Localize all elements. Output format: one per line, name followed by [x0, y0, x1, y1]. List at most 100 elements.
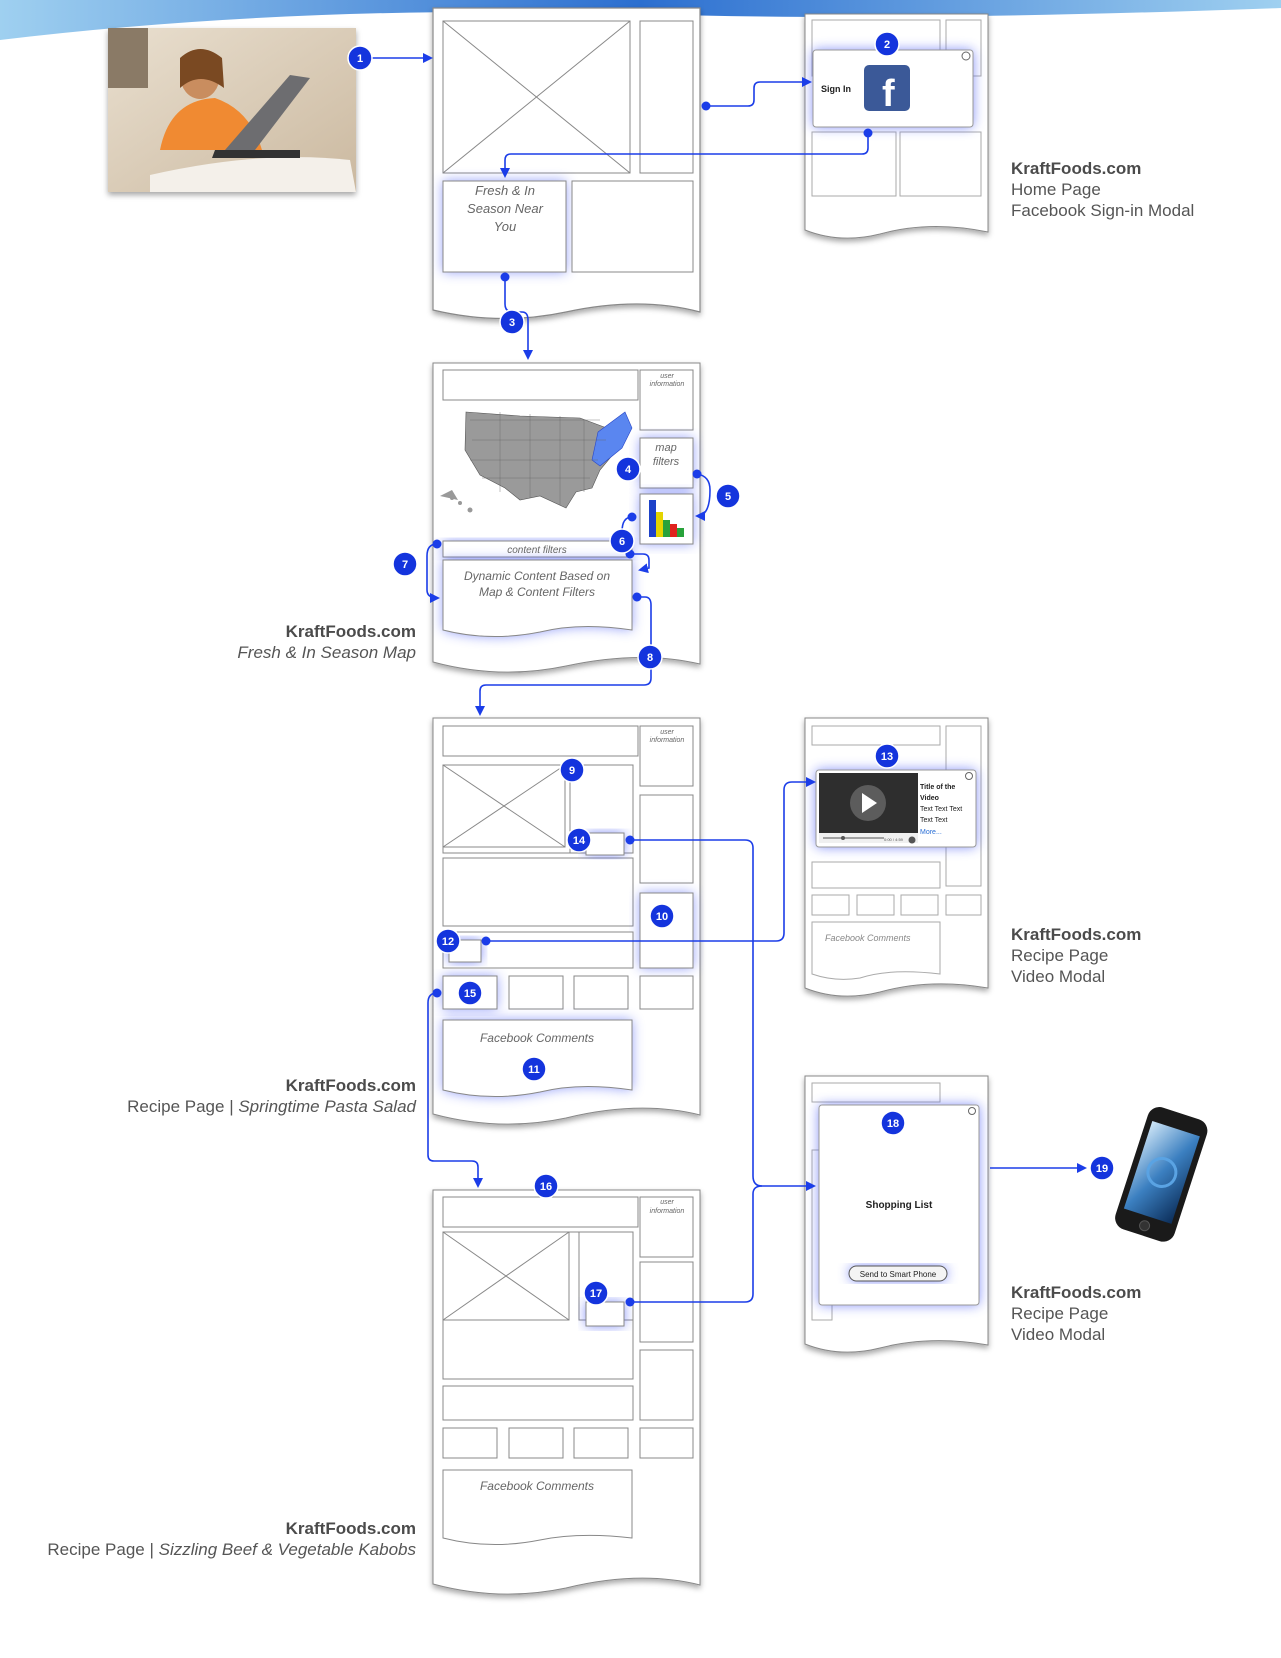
map-user-info-1: user: [660, 373, 674, 380]
svg-text:5: 5: [725, 491, 731, 503]
recipe-user-info-2: information: [650, 737, 685, 744]
svg-text:10: 10: [656, 911, 668, 923]
badge-8: 8: [637, 644, 663, 670]
caption-home-line2: Facebook Sign-in Modal: [1011, 201, 1195, 220]
caption-recipe2: KraftFoods.com Recipe Page | Sizzling Be…: [10, 1518, 416, 1560]
caption-map-brand: KraftFoods.com: [285, 622, 416, 641]
signin-page-wireframe: [804, 13, 989, 239]
sign-in-label[interactable]: Sign In: [821, 84, 851, 94]
caption-recipe2-brand: KraftFoods.com: [285, 1519, 416, 1538]
fresh-box-line-1: Fresh & In: [475, 183, 535, 198]
badge-13: 13: [874, 743, 900, 769]
flow-connectors: [370, 53, 1087, 1303]
badge-5: 5: [715, 483, 741, 509]
recipe-page-2-wireframe: [432, 1189, 701, 1595]
map-page-wireframe: [432, 362, 701, 673]
recipe2-user-info-1: user: [660, 1199, 674, 1206]
modal-text: Sign In f Title of the Video Text Text T…: [821, 73, 962, 1279]
svg-text:19: 19: [1096, 1163, 1108, 1175]
user-photo: [108, 28, 356, 192]
caption-video-line2: Video Modal: [1011, 967, 1106, 986]
svg-text:3: 3: [509, 317, 515, 329]
facebook-f-icon[interactable]: f: [882, 73, 895, 115]
badge-19: 19: [1089, 1155, 1115, 1181]
video-text-1: Text Text Text: [920, 806, 962, 813]
badge-11: 11: [521, 1056, 547, 1082]
video-page-wireframe: [804, 717, 989, 997]
badge-17: 17: [583, 1280, 609, 1306]
badge-7: 7: [392, 551, 418, 577]
caption-video-line1: Recipe Page: [1011, 946, 1109, 965]
badge-3: 3: [499, 309, 525, 335]
svg-text:14: 14: [573, 835, 586, 847]
badge-15: 15: [457, 980, 483, 1006]
fresh-box-line-2: Season Near: [467, 201, 544, 216]
video-facebook-comments: Facebook Comments: [825, 933, 911, 943]
bar-green: [663, 520, 670, 537]
caption-map-line1: Fresh & In Season Map: [237, 643, 416, 662]
badge-2: 2: [874, 31, 900, 57]
badge-12: 12: [435, 928, 461, 954]
recipe-user-info-1: user: [660, 729, 674, 736]
video-time: 0:00 / 4:59: [884, 837, 904, 842]
shopping-page-wireframe: [804, 1075, 989, 1353]
caption-video: KraftFoods.com Recipe Page Video Modal: [1011, 924, 1141, 987]
svg-text:2: 2: [884, 39, 890, 51]
badge-14: 14: [566, 827, 592, 853]
send-to-phone-button[interactable]: Send to Smart Phone: [860, 1270, 937, 1279]
recipe2-user-info-2: information: [650, 1208, 685, 1215]
video-title-1: Title of the: [920, 784, 955, 791]
caption-home-line1: Home Page: [1011, 180, 1101, 199]
caption-recipe2-prefix: Recipe Page |: [47, 1540, 159, 1559]
video-text-2: Text Text: [920, 817, 948, 824]
badge-10: 10: [649, 903, 675, 929]
caption-recipe2-italic: Sizzling Beef & Vegetable Kabobs: [158, 1540, 416, 1559]
map-filters-2: filters: [653, 456, 680, 468]
bar-red: [670, 524, 677, 537]
bar-yellow: [656, 512, 663, 537]
svg-text:12: 12: [442, 936, 454, 948]
svg-text:13: 13: [881, 751, 893, 763]
video-more-link[interactable]: More...: [920, 829, 942, 836]
recipe-facebook-comments: Facebook Comments: [480, 1031, 594, 1045]
step-badges: 1 2 3 4 5 6 7 8 9 10 11 12 13 14 15 16 1…: [347, 31, 1115, 1306]
caption-home: KraftFoods.com Home Page Facebook Sign-i…: [1011, 158, 1194, 221]
badge-4: 4: [615, 456, 641, 482]
svg-text:7: 7: [402, 559, 408, 571]
caption-recipe1: KraftFoods.com Recipe Page | Springtime …: [60, 1075, 416, 1117]
caption-recipe1-brand: KraftFoods.com: [285, 1076, 416, 1095]
dynamic-content-2: Map & Content Filters: [479, 585, 595, 599]
home-page-wireframe: [432, 7, 701, 320]
content-filters-label: content filters: [507, 545, 566, 556]
wireframe-text: Fresh & In Season Near You user informat…: [464, 183, 911, 1493]
caption-shopping: KraftFoods.com Recipe Page Video Modal: [1011, 1282, 1141, 1345]
svg-text:17: 17: [590, 1288, 602, 1300]
caption-shopping-brand: KraftFoods.com: [1011, 1283, 1142, 1302]
caption-video-brand: KraftFoods.com: [1011, 925, 1142, 944]
caption-recipe1-prefix: Recipe Page |: [127, 1097, 239, 1116]
badge-16: 16: [533, 1173, 559, 1199]
recipe-page-wireframe: [432, 717, 701, 1125]
svg-text:1: 1: [357, 53, 363, 65]
shopping-list-title: Shopping List: [866, 1200, 933, 1211]
bar-green-2: [677, 528, 684, 537]
svg-text:11: 11: [528, 1064, 540, 1076]
svg-text:6: 6: [619, 536, 625, 548]
dynamic-content-1: Dynamic Content Based on: [464, 569, 610, 583]
badge-9: 9: [559, 757, 585, 783]
svg-text:9: 9: [569, 765, 575, 777]
svg-text:16: 16: [540, 1181, 552, 1193]
fresh-box-line-3: You: [494, 219, 516, 234]
caption-map: KraftFoods.com Fresh & In Season Map: [180, 621, 416, 663]
badge-1: 1: [347, 45, 373, 71]
badge-18: 18: [880, 1110, 906, 1136]
caption-shopping-line1: Recipe Page: [1011, 1304, 1109, 1323]
caption-shopping-line2: Video Modal: [1011, 1325, 1106, 1344]
svg-text:15: 15: [464, 988, 476, 1000]
connector-dots: [432, 101, 873, 1307]
caption-recipe1-italic: Springtime Pasta Salad: [238, 1097, 416, 1116]
map-filters-1: map: [655, 442, 676, 454]
caption-home-brand: KraftFoods.com: [1011, 159, 1142, 178]
svg-text:18: 18: [887, 1118, 899, 1130]
